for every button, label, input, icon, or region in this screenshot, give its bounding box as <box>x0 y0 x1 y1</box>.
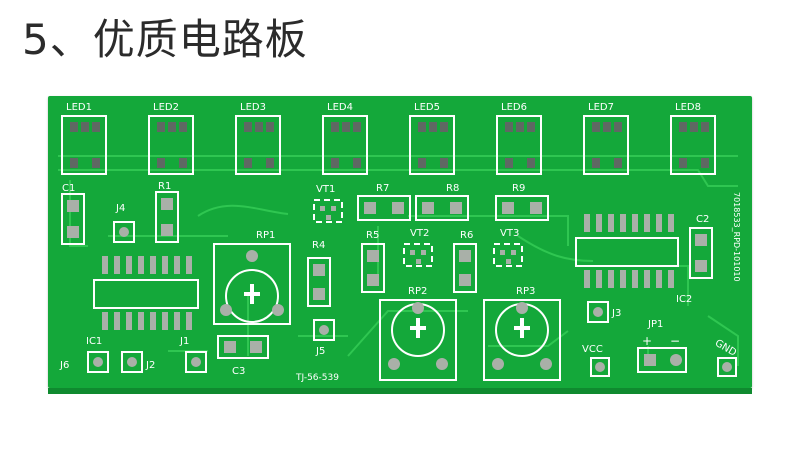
jp1-minus-label: − <box>670 334 680 348</box>
rp1-label: RP1 <box>256 230 275 241</box>
vcc-label: VCC <box>582 344 603 355</box>
r8-label: R8 <box>446 183 459 194</box>
ic1-footprint: IC1 <box>86 256 199 347</box>
j3-footprint: J3 <box>587 301 621 323</box>
r5-label: R5 <box>366 230 379 241</box>
r4-label: R4 <box>312 240 325 251</box>
led-label: LED3 <box>240 102 266 113</box>
board-code-label: TJ-56-539 <box>295 373 339 383</box>
led-label: LED2 <box>153 102 179 113</box>
led-footprint: LED1 <box>61 102 107 175</box>
led-label: LED8 <box>675 102 701 113</box>
r7-footprint: R7 <box>357 183 411 221</box>
c3-label: C3 <box>232 366 245 377</box>
led-label: LED1 <box>66 102 92 113</box>
r9-label: R9 <box>512 183 525 194</box>
jp1-plus-label: + <box>642 334 652 348</box>
r7-label: R7 <box>376 183 389 194</box>
ic1-label: IC1 <box>86 336 102 347</box>
led-row: LED1 LED2 LED3 LED4 LED5 LED6 LED7 LED8 <box>61 102 716 175</box>
led-footprint: LED7 <box>583 102 629 175</box>
led-footprint: LED8 <box>670 102 716 175</box>
c1-label: C1 <box>62 183 75 194</box>
vt3-label: VT3 <box>500 228 519 239</box>
jp1-label: JP1 <box>647 319 663 330</box>
r4-footprint: R4 <box>307 240 331 307</box>
j6-label: J6 <box>59 360 69 371</box>
vt3-footprint: VT3 <box>493 228 523 267</box>
section-heading: 5、优质电路板 <box>22 15 308 64</box>
rp1-footprint: RP1 <box>213 230 291 325</box>
r5-footprint: R5 <box>361 230 385 293</box>
vt1-footprint: VT1 <box>313 184 343 223</box>
led-footprint: LED6 <box>496 102 542 175</box>
c1-footprint: C1 <box>61 183 85 245</box>
j5-footprint: J5 <box>313 319 335 357</box>
c2-label: C2 <box>696 214 709 225</box>
j1-footprint: J1 <box>179 336 207 373</box>
ic2-label: IC2 <box>676 294 692 305</box>
vt1-label: VT1 <box>316 184 335 195</box>
rp2-label: RP2 <box>408 286 427 297</box>
circuit-board: LED1 LED2 LED3 LED4 LED5 LED6 LED7 LED8 C1 R1 J… <box>48 96 752 388</box>
j1-label: J1 <box>179 336 189 347</box>
led-label: LED5 <box>414 102 440 113</box>
circuit-board-drawing: LED1 LED2 LED3 LED4 LED5 LED6 LED7 LED8 C1 R1 J… <box>58 102 741 383</box>
j4-footprint: J4 <box>113 203 135 243</box>
rp3-label: RP3 <box>516 286 535 297</box>
j3-label: J3 <box>611 308 621 319</box>
copper-traces <box>58 155 739 366</box>
rp3-footprint: RP3 <box>483 286 561 381</box>
rp2-footprint: RP2 <box>379 286 457 381</box>
led-footprint: LED2 <box>148 102 194 175</box>
gnd-label: GND <box>713 338 739 359</box>
c3-footprint: C3 <box>217 335 269 377</box>
r8-footprint: R8 <box>415 183 469 221</box>
j2-footprint: J2 <box>121 351 155 373</box>
led-footprint: LED5 <box>409 102 455 175</box>
j4-label: J4 <box>115 203 125 214</box>
led-footprint: LED3 <box>235 102 281 175</box>
r1-footprint: R1 <box>155 181 179 243</box>
led-label: LED6 <box>501 102 527 113</box>
vcc-terminal: VCC <box>582 344 610 377</box>
j5-label: J5 <box>315 346 325 357</box>
gnd-terminal: GND <box>713 338 739 377</box>
j2-label: J2 <box>145 360 155 371</box>
side-code-label: 7018533_RPD-101010 <box>732 192 741 282</box>
j6-footprint: J6 <box>59 351 109 373</box>
r6-footprint: R6 <box>453 230 477 293</box>
r1-label: R1 <box>158 181 171 192</box>
led-label: LED7 <box>588 102 614 113</box>
r6-label: R6 <box>460 230 473 241</box>
ic2-footprint: IC2 7018533_RPD-101010 <box>575 192 741 305</box>
led-footprint: LED4 <box>322 102 368 175</box>
vt2-footprint: VT2 <box>403 228 433 267</box>
jp1-footprint: JP1 + − <box>637 319 687 373</box>
vt2-label: VT2 <box>410 228 429 239</box>
c2-footprint: C2 <box>689 214 713 279</box>
circuit-board-edge <box>48 388 752 394</box>
led-label: LED4 <box>327 102 353 113</box>
r9-footprint: R9 <box>495 183 549 221</box>
